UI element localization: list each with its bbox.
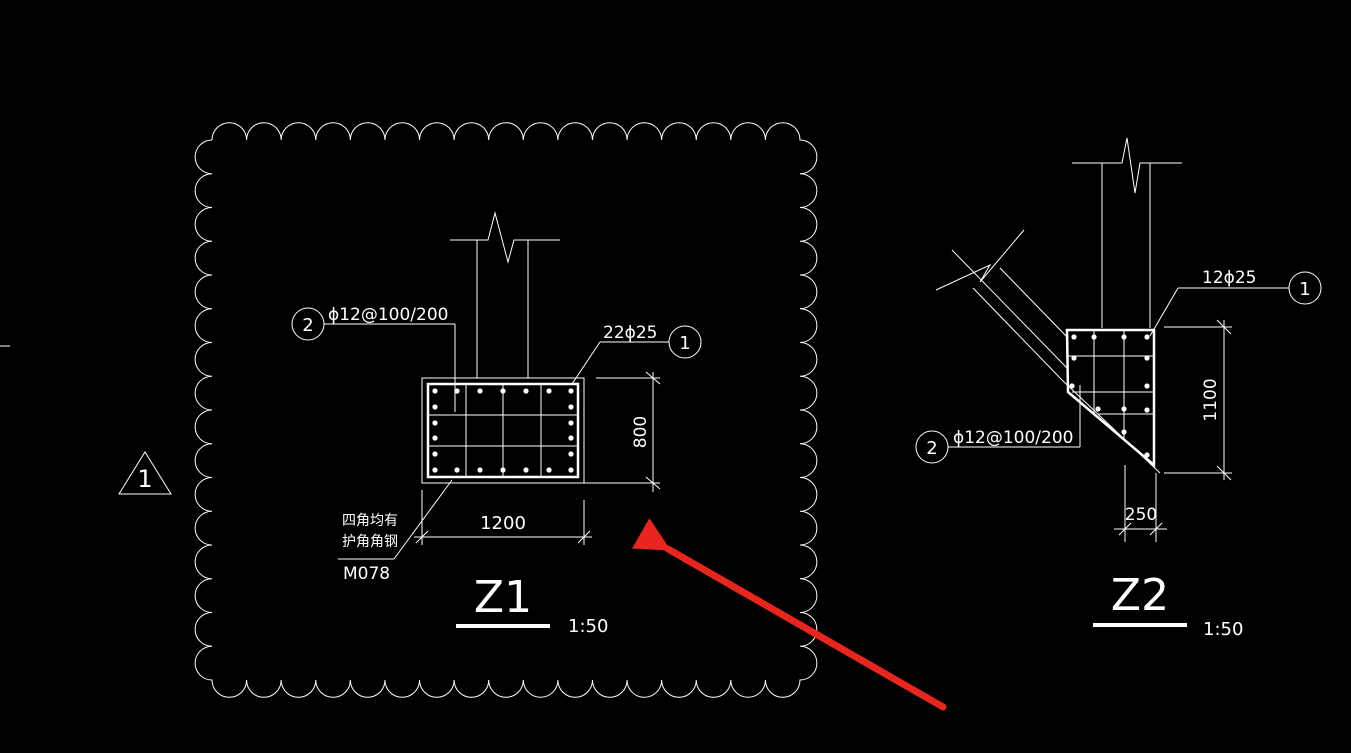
z1-stirrup-grid xyxy=(428,384,578,477)
z2-title: Z2 xyxy=(1111,570,1169,621)
red-pointer-arrow xyxy=(631,518,947,711)
svg-text:四角均有: 四角均有 xyxy=(342,513,398,529)
rebar-dot xyxy=(1121,334,1127,340)
z1-corner-angle xyxy=(421,377,436,392)
detail-z2: 1 12ϕ25 2 ϕ12@100/200 1100 xyxy=(915,137,1322,640)
z2-column-break xyxy=(1072,137,1182,328)
rebar-dot xyxy=(523,388,529,394)
rebar-dot xyxy=(432,404,438,410)
rebar-dot xyxy=(568,404,574,410)
z2-stirrup-spec: ϕ12@100/200 xyxy=(953,428,1073,448)
svg-text:800: 800 xyxy=(631,416,651,448)
rebar-dot xyxy=(432,435,438,441)
z2-section-outline xyxy=(1065,328,1156,468)
z1-rebar-dots xyxy=(432,388,574,473)
rebar-dot xyxy=(1144,407,1150,413)
z1-dim-width: 1200 xyxy=(414,490,592,545)
z1-main-bar-callout: 1 22ϕ25 xyxy=(571,323,702,385)
z1-column-break xyxy=(450,211,560,378)
revision-triangle: 1 xyxy=(118,451,172,495)
z2-stirrup-grid xyxy=(1067,330,1154,440)
detail-z1: 2 ϕ12@100/200 1 22ϕ25 800 xyxy=(291,211,702,637)
svg-text:1: 1 xyxy=(679,333,690,354)
rebar-dot xyxy=(454,467,460,473)
rebar-dot xyxy=(432,388,438,394)
revision-cloud xyxy=(194,122,818,698)
rebar-dot xyxy=(1095,406,1101,412)
rebar-dot xyxy=(568,435,574,441)
rebar-dot xyxy=(1069,383,1075,389)
svg-text:1: 1 xyxy=(1299,279,1310,300)
svg-text:250: 250 xyxy=(1125,505,1157,525)
rebar-dot xyxy=(568,467,574,473)
rebar-dot xyxy=(477,388,483,394)
svg-text:1200: 1200 xyxy=(480,513,526,534)
rebar-dot xyxy=(500,388,506,394)
rebar-dot xyxy=(568,420,574,426)
svg-text:1100: 1100 xyxy=(1201,378,1221,421)
rebar-dot xyxy=(546,467,552,473)
rebar-dot xyxy=(477,467,483,473)
rebar-dot xyxy=(1071,334,1077,340)
z2-scale: 1:50 xyxy=(1203,619,1243,640)
revision-mark: 1 xyxy=(137,465,152,493)
rebar-dot xyxy=(568,388,574,394)
z2-diagonal-member xyxy=(935,229,1161,474)
z1-title: Z1 xyxy=(474,572,532,623)
z1-main-bar-spec: 22ϕ25 xyxy=(603,323,657,343)
svg-text:M078: M078 xyxy=(343,564,390,584)
rebar-dot xyxy=(523,467,529,473)
rebar-dot xyxy=(1071,355,1077,361)
rebar-dot xyxy=(1121,429,1127,435)
z1-stirrup-callout: 2 ϕ12@100/200 xyxy=(291,305,456,412)
rebar-dot xyxy=(432,451,438,457)
svg-text:2: 2 xyxy=(302,315,313,336)
rebar-dot xyxy=(1144,334,1150,340)
svg-text:2: 2 xyxy=(926,438,937,459)
rebar-dot xyxy=(432,467,438,473)
z2-main-bar-spec: 12ϕ25 xyxy=(1202,268,1256,288)
rebar-dot xyxy=(568,451,574,457)
z2-rebar-dots xyxy=(1069,334,1150,458)
rebar-dot xyxy=(1091,334,1097,340)
rebar-dot xyxy=(546,388,552,394)
rebar-dot xyxy=(454,388,460,394)
z1-dim-height: 800 xyxy=(584,371,661,492)
z2-main-bar-callout: 1 12ϕ25 xyxy=(1149,268,1322,337)
z2-dim-width: 250 xyxy=(1114,465,1167,542)
rebar-dot xyxy=(432,420,438,426)
rebar-dot xyxy=(1144,452,1150,458)
z2-stirrup-callout: 2 ϕ12@100/200 xyxy=(915,385,1081,464)
z1-scale: 1:50 xyxy=(568,616,608,637)
svg-text:护角角钢: 护角角钢 xyxy=(342,534,398,550)
z1-corner-angle-note: 四角均有 护角角钢 M078 xyxy=(338,479,453,584)
z2-dim-height: 1100 xyxy=(1164,319,1232,481)
rebar-dot xyxy=(1121,406,1127,412)
z1-section-outline xyxy=(421,377,585,484)
rebar-dot xyxy=(500,467,506,473)
z1-stirrup-spec: ϕ12@100/200 xyxy=(328,305,448,325)
rebar-dot xyxy=(1144,383,1150,389)
rebar-dot xyxy=(1144,355,1150,361)
